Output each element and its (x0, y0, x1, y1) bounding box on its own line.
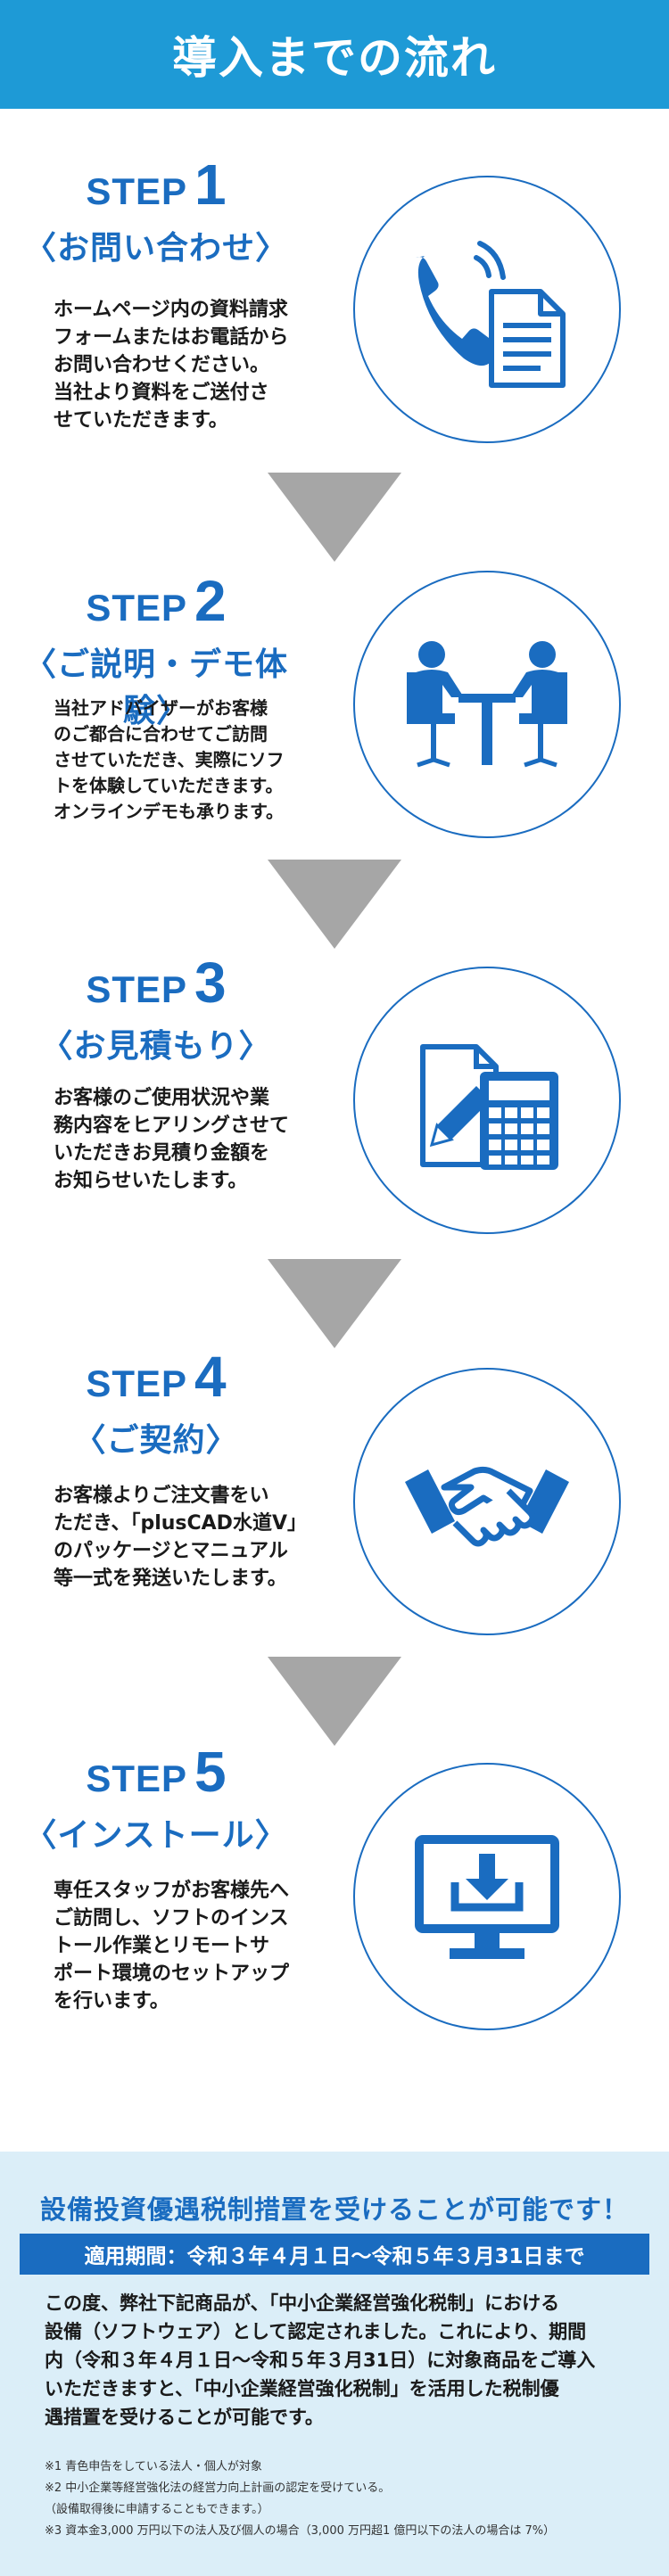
handshake-icon (405, 1466, 569, 1547)
step-title: 〈お問い合わせ〉 (23, 230, 288, 267)
page-header: 導入までの流れ (0, 0, 669, 109)
step-title: 〈お見積もり〉 (40, 1028, 272, 1065)
footnote: ※2 中小企業等経営強化法の経営力向上計画の認定を受けている。 (45, 2481, 391, 2495)
footnote: ※1 青色申告をしている法人・個人が対象 (45, 2460, 262, 2473)
arrow-down-icon (268, 1259, 401, 1348)
tax-benefit-section: 設備投資優遇税制措置を受けることが可能です！ 適用期間：令和３年４月１日〜令和５… (0, 2152, 669, 2576)
step-number: 4 (194, 1345, 227, 1409)
step-number: 3 (194, 951, 227, 1015)
arrow-down-icon (268, 860, 401, 949)
step-word: STEP (86, 1757, 188, 1799)
step-icon-circle (353, 176, 621, 443)
step-number: 2 (194, 569, 227, 633)
monitor-download-icon (415, 1835, 559, 1959)
step-description: 専任スタッフがお客様先へ ご訪問し、ソフトのインス トール作業とリモートサ ポー… (54, 1880, 290, 2012)
step-icon-circle (353, 1368, 621, 1635)
step-description: お客様のご使用状況や業 務内容をヒアリングさせて いただきお見積り金額を お知ら… (54, 1087, 290, 1192)
footnotes: ※1 青色申告をしている法人・個人が対象 ※2 中小企業等経営強化法の経営力向上… (45, 2457, 651, 2542)
step-description: お客様よりご注文書をい ただき、「plusCAD水道V」 のパッケージとマニュア… (54, 1485, 307, 1590)
meeting-icon (407, 641, 567, 768)
phone-document-icon (416, 241, 566, 388)
step-icon-circle (353, 571, 621, 838)
step-word: STEP (86, 587, 188, 629)
footnote: ※3 資本金3,000 万円以下の法人及び個人の場合（3,000 万円超1 億円… (45, 2524, 556, 2538)
step-description: 当社アドバイザーがお客様 のご都合に合わせてご訪問 させていただき、実際にソフ … (54, 697, 285, 822)
step-title: 〈ご契約〉 (73, 1422, 239, 1459)
step-word: STEP (86, 1362, 188, 1404)
application-period-bar: 適用期間：令和３年４月１日〜令和５年３月31日まで (20, 2234, 649, 2275)
step-number: 5 (194, 1740, 227, 1804)
step-icon-circle (353, 967, 621, 1234)
step-word: STEP (86, 170, 188, 212)
arrow-down-icon (268, 473, 401, 562)
footnote: （設備取得後に申請することもできます。） (45, 2503, 269, 2516)
step-title: 〈インストール〉 (24, 1817, 288, 1854)
tax-benefit-body: この度、弊社下記商品が、「中小企業経営強化税制」における 設備（ソフトウェア）と… (45, 2292, 596, 2428)
step-word: STEP (86, 968, 188, 1010)
calculator-document-icon (420, 1044, 558, 1170)
page-title: 導入までの流れ (172, 32, 497, 84)
arrow-down-icon (268, 1657, 401, 1746)
tax-benefit-title: 設備投資優遇税制措置を受けることが可能です！ (39, 2194, 629, 2225)
step-icon-circle (353, 1763, 621, 2030)
step-number: 1 (194, 152, 227, 217)
step-title: 〈ご説明・デモ体験〉 (23, 646, 288, 729)
step-description: ホームページ内の資料請求 フォームまたはお電話から お問い合わせください。 当社… (54, 299, 289, 432)
